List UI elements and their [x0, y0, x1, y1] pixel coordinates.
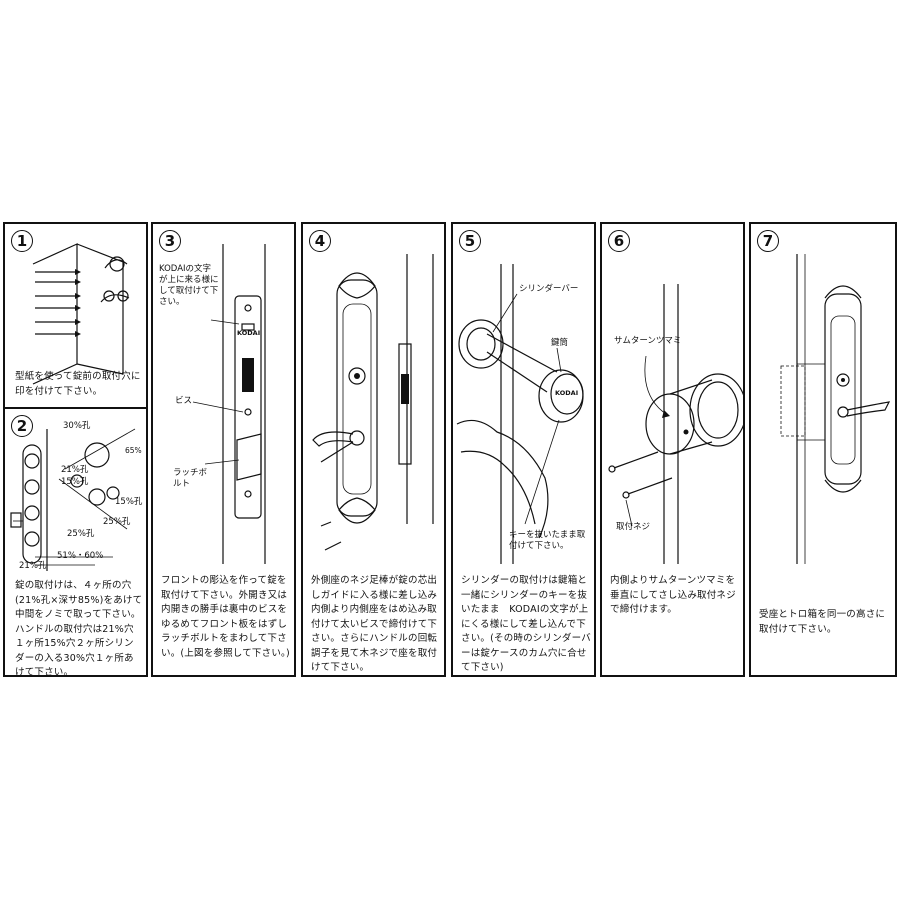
- lock-front-plate-illustration: [192, 244, 266, 564]
- step-caption: フロントの彫込を作って錠を取付けて下さい。外開き又は内開きの勝手は裏中のビスをゆ…: [161, 575, 290, 659]
- thumbturn-label: サムターンツマミ: [614, 336, 682, 346]
- drilling-layout-illustration: [10, 428, 136, 571]
- dim-51-label: 51%・60%: [57, 551, 104, 561]
- step-2-panel: 2 30%孔 65% 21%孔 15%孔 15%孔 25%孔 25%孔 51%・…: [3, 407, 148, 677]
- screw-label: ビス: [175, 396, 193, 406]
- step-number: 5: [459, 230, 481, 252]
- hole-15-label-b: 15%孔: [115, 497, 143, 507]
- brand-label: KODAI: [555, 389, 579, 397]
- strike-alignment-illustration: [780, 254, 891, 564]
- key-box-label: 鍵筒: [551, 338, 569, 348]
- brand-label: KODAI: [237, 329, 261, 337]
- step-caption: 外側座のネジ足棒が錠の芯出しガイドに入る様に差し込み内側より内側座をはめ込み取付…: [311, 575, 438, 673]
- step-number: 2: [11, 415, 33, 437]
- handle-mounting-illustration: [312, 254, 434, 551]
- step-number: 7: [757, 230, 779, 252]
- step-3-panel: 3 KODAI KODAIの文字が上に来る様にして取付けて下さい。 ビス ラッチ…: [151, 222, 296, 677]
- dim-21-label: 21%孔: [19, 561, 47, 571]
- hole-30-label: 30%孔: [63, 421, 91, 431]
- step-number: 6: [608, 230, 630, 252]
- mounting-screw-label: 取付ネジ: [616, 522, 651, 532]
- step-caption: 受座とトロ箱を同一の高さに取付けて下さい。: [759, 609, 886, 635]
- template-marking-illustration: [32, 243, 130, 385]
- hole-15-label-a: 15%孔: [61, 477, 89, 487]
- cylinder-insertion-illustration: [456, 264, 584, 564]
- hole-21-label: 21%孔: [61, 465, 89, 475]
- step-1-panel: 1 型紙を使って錠前の取付穴に印を付けて下さい。: [3, 222, 148, 409]
- dim-25-label-b: 25%孔: [103, 517, 131, 527]
- dim-25-label-a: 25%孔: [67, 529, 95, 539]
- step-caption: 内側よりサムターンツマミを垂直にしてさし込み取付ネジで締付けます。: [610, 575, 736, 615]
- step-6-panel: 6 サムターンツマミ 取付ネジ 内側よりサムターンツマミを垂直にしてさし込み取付…: [600, 222, 745, 677]
- step-7-panel: 7 受座とトロ箱を同一の高さに取付けて下さい。: [749, 222, 897, 677]
- step-4-panel: 4 外側座のネジ足棒が錠の芯出しガイドに入る様に差し込み内側より内側座をはめ込み…: [301, 222, 446, 677]
- step-caption: 型紙を使って錠前の取付穴に印を付けて下さい。: [15, 371, 141, 397]
- step-caption: 錠の取付けは、４ヶ所の穴(21%孔×深サ85%)をあけて中間をノミで取って下さい…: [15, 580, 143, 677]
- step-caption: シリンダーの取付けは鍵箱と一緒にシリンダーのキーを抜いたまま KODAIの文字が…: [461, 575, 591, 673]
- step-5-panel: 5 シリンダーバー 鍵筒 KODAI キーを抜いたまま取付けて下さい。 シリンダ…: [451, 222, 596, 677]
- key-removed-note: キーを抜いたまま取付けて下さい。: [509, 530, 586, 551]
- latch-bolt-label: ラッチボルト: [173, 468, 208, 489]
- step-number: 3: [159, 230, 181, 252]
- kodai-orientation-note: KODAIの文字が上に来る様にして取付けて下さい。: [159, 264, 219, 307]
- thumbturn-installation-illustration: [608, 284, 743, 564]
- cylinder-bar-label: シリンダーバー: [519, 284, 579, 294]
- step-number: 1: [11, 230, 33, 252]
- dim-65-label: 65%: [125, 446, 142, 455]
- step-number: 4: [309, 230, 331, 252]
